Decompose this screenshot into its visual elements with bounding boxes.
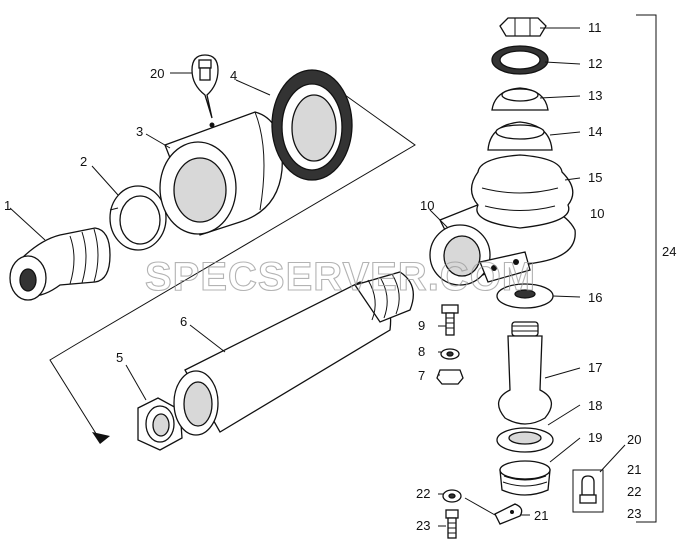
label-4: 4 <box>230 68 237 83</box>
label-2: 2 <box>80 154 87 169</box>
watermark: SPECSERVER.COM <box>145 255 536 299</box>
label-20-top: 20 <box>150 66 164 81</box>
part-21-clip <box>494 503 523 525</box>
label-10-left: 10 <box>420 198 434 213</box>
label-11: 11 <box>588 20 602 35</box>
label-1: 1 <box>4 198 11 213</box>
part-17-ball-stud <box>498 321 552 425</box>
part-4-seal <box>271 69 353 181</box>
label-6: 6 <box>180 314 187 329</box>
part-20-grease-fitting-inset <box>572 469 604 513</box>
label-10-right: 10 <box>590 206 604 221</box>
label-14: 14 <box>588 124 602 139</box>
label-20-right: 20 <box>627 432 641 447</box>
part-7-nut <box>436 369 464 385</box>
part-5-nut <box>137 397 183 451</box>
part-15-dust-boot <box>470 154 574 229</box>
part-2-ring <box>109 185 167 251</box>
label-23-left: 23 <box>416 518 430 533</box>
part-6-tube <box>173 271 414 436</box>
leader-lines <box>9 27 626 527</box>
part-11-castle-nut <box>499 17 547 37</box>
part-12-washer <box>491 45 549 75</box>
label-24: 24 <box>662 244 676 259</box>
label-22-left: 22 <box>416 486 430 501</box>
part-8-washer <box>440 348 460 360</box>
part-13-cone-insert <box>491 87 549 111</box>
label-18: 18 <box>588 398 602 413</box>
label-16: 16 <box>588 290 602 305</box>
part-3-sleeve <box>159 111 283 236</box>
label-9: 9 <box>418 318 425 333</box>
label-22-right: 22 <box>627 484 641 499</box>
label-15: 15 <box>588 170 602 185</box>
label-12: 12 <box>588 56 602 71</box>
label-21-right: 21 <box>627 462 641 477</box>
label-5: 5 <box>116 350 123 365</box>
part-14-cone <box>487 121 553 151</box>
label-23-right: 23 <box>627 506 641 521</box>
part-24-bracket <box>636 14 657 523</box>
label-3: 3 <box>136 124 143 139</box>
label-13: 13 <box>588 88 602 103</box>
label-17: 17 <box>588 360 602 375</box>
part-20-grease-fitting-top <box>191 54 219 128</box>
part-1-boot <box>9 227 111 301</box>
part-9-bolt <box>441 304 459 336</box>
part-22-washer <box>442 489 462 503</box>
callout-labels: 1 2 3 4 20 5 6 10 10 11 12 13 14 15 16 1… <box>4 20 676 533</box>
part-23-bolt <box>445 509 459 539</box>
label-8: 8 <box>418 344 425 359</box>
part-19-spring-cup <box>499 460 551 496</box>
label-21-bottom: 21 <box>534 508 548 523</box>
label-19: 19 <box>588 430 602 445</box>
part-18-ring <box>496 427 554 453</box>
label-7: 7 <box>418 368 425 383</box>
assembly-outline <box>49 94 416 444</box>
